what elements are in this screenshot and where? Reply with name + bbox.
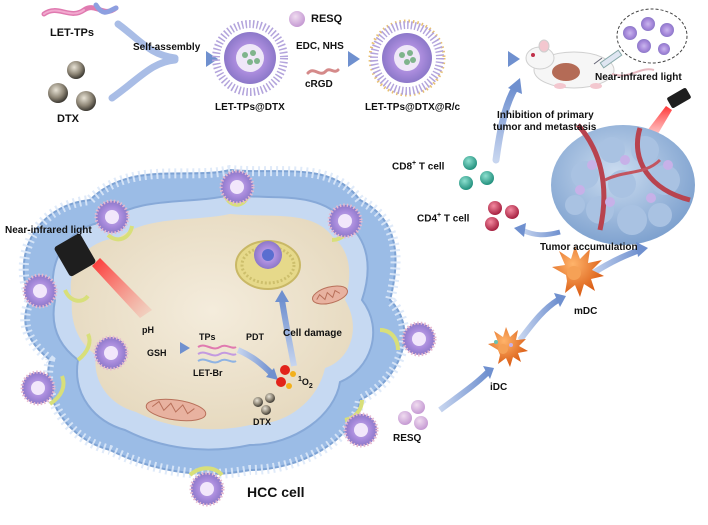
laser-device-left-icon (54, 233, 152, 318)
dtx-label: DTX (57, 113, 79, 125)
let-tps-dtx-rc-nanoparticle (368, 19, 446, 97)
resq-bottom-label: RESQ (393, 433, 422, 444)
let-tps-dtx-nanoparticle (212, 20, 288, 96)
nanoparticle-bubble (616, 8, 688, 64)
crgd-peptide-icon (306, 68, 340, 75)
immature-dendritic-cell (488, 327, 528, 367)
idc-to-mdc-arrow (517, 293, 566, 342)
let-tps-label: LET-TPs (50, 27, 95, 39)
singlet-oxygen-label: 1O2 (298, 376, 313, 390)
mature-dendritic-cell (552, 246, 604, 297)
cd8-t-cells (459, 156, 494, 190)
let-br-label: LET-Br (193, 368, 223, 378)
let-tps-dtx-rc-label: LET-TPs@DTX@R/c (365, 102, 461, 113)
tps-label: TPs (199, 332, 216, 342)
syringe-icon (593, 49, 623, 69)
cell-damage-label: Cell damage (283, 328, 342, 339)
conjugation-arrow (293, 51, 360, 67)
pdt-label: PDT (246, 332, 264, 342)
hcc-cell-label: HCC cell (247, 484, 305, 500)
dtx-inside-label: DTX (253, 417, 271, 427)
cd4-t-cells (485, 201, 519, 231)
inhibition-label-line2: tumor and metastasis (493, 122, 597, 133)
inhibition-label-line1: Inhibition of primary (497, 110, 594, 121)
hcc-cell (18, 164, 410, 479)
ph-label: pH (142, 325, 154, 335)
nir-left-label: Near-infrared light (5, 225, 92, 236)
resq-top-label: RESQ (311, 13, 343, 25)
resq-bead-icon (289, 11, 305, 27)
mdc-label: mDC (574, 306, 598, 317)
mouse-illustration (525, 39, 655, 89)
dtx-particles-icon (48, 61, 96, 111)
crgd-label: cRGD (305, 79, 333, 90)
gsh-label: GSH (147, 348, 167, 358)
resq-beads-bottom (398, 400, 428, 430)
tumor-to-tcell-arrow (514, 223, 561, 238)
let-tps-polymer-icon (41, 2, 119, 17)
inhibition-arrow (492, 78, 522, 164)
edc-nhs-label: EDC, NHS (296, 41, 344, 52)
resq-to-idc-arrow (438, 366, 494, 413)
tumor-illustration (551, 123, 695, 245)
let-tps-dtx-label: LET-TPs@DTX (215, 102, 285, 113)
self-assembly-label: Self-assembly (133, 42, 201, 53)
tumor-accumulation-label: Tumor accumulation (540, 242, 638, 253)
cd8-t-cell-label: CD8+ T cell (392, 160, 445, 173)
to-mouse-arrow (452, 51, 520, 67)
self-assembly-arrow (108, 20, 218, 102)
idc-label: iDC (490, 382, 508, 393)
cd4-t-cell-label: CD4+ T cell (417, 212, 470, 225)
membrane-bound-nanoparticles (20, 169, 437, 507)
nir-top-label: Near-infrared light (595, 72, 682, 83)
